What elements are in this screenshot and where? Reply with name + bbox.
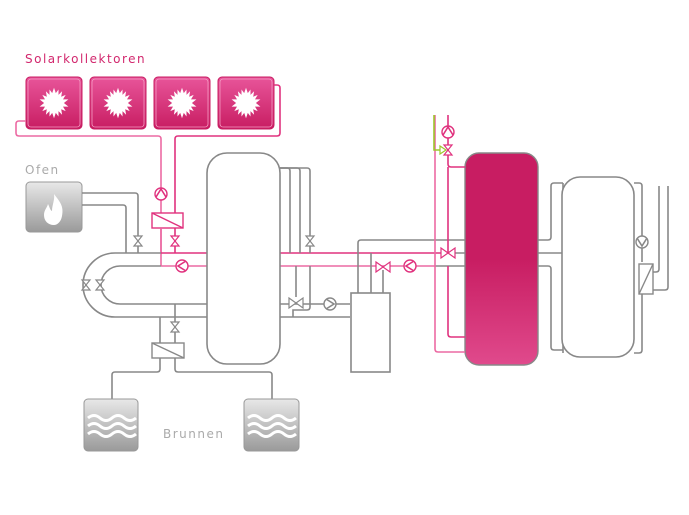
valve-icon [132,235,144,247]
solar-collectors-label: Solarkollektoren [25,52,147,66]
heat-pump-unit [350,292,391,373]
oven-label: Ofen [25,163,60,177]
valve-icon [304,235,316,247]
three-way-valve-icon [440,246,456,260]
valve-icon [169,235,181,247]
well-1 [83,398,139,452]
three-way-valve-icon [288,296,304,310]
hot-water-tank [464,152,539,366]
solar-panel [25,76,83,130]
solar-collectors [25,76,275,130]
valve-icon [80,279,92,291]
pump-icon [175,259,189,273]
solar-panel [89,76,147,130]
well-2 [243,398,300,452]
valve-icon [169,321,181,333]
solar-panel [153,76,211,130]
mixing-valve-icon [442,144,454,156]
oven [25,181,83,233]
heat-exchanger-icon [638,263,654,295]
buffer-tank-2 [561,176,635,358]
flame-icon [44,194,63,225]
valve-icon [375,260,391,274]
pump-icon [635,235,649,249]
pump-icon [323,297,337,311]
solar-heat-exchanger-icon [151,212,184,229]
valve-icon [94,279,106,291]
buffer-tank-1 [206,152,281,365]
solar-panel [217,76,275,130]
water-waves-icon [87,414,137,438]
water-waves-icon [247,414,297,438]
well-heat-exchanger-icon [151,342,185,359]
wells-label: Brunnen [163,427,225,441]
pump-icon [403,259,417,273]
arrow-icon [439,144,448,156]
